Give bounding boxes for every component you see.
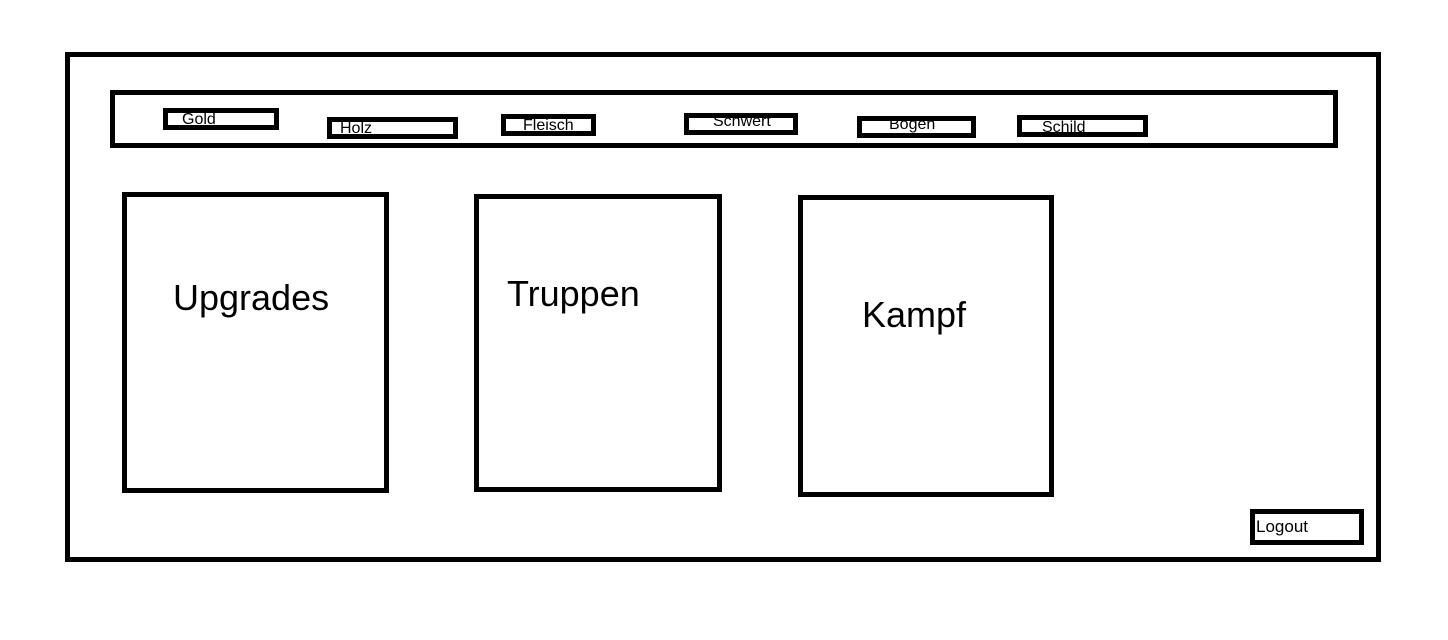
upgrades-panel[interactable]: Upgrades xyxy=(122,192,389,493)
resource-schwert-label: Schwert xyxy=(713,113,771,130)
logout-label: Logout xyxy=(1256,517,1308,536)
resource-bogen: Bogen xyxy=(857,116,976,138)
resource-gold: Gold xyxy=(163,108,279,130)
resource-gold-label: Gold xyxy=(182,111,216,128)
truppen-panel[interactable]: Truppen xyxy=(474,194,722,492)
resource-fleisch-label: Fleisch xyxy=(523,117,574,134)
resource-fleisch: Fleisch xyxy=(501,114,596,136)
resource-schild-label: Schild xyxy=(1042,119,1086,136)
kampf-panel[interactable]: Kampf xyxy=(798,195,1054,497)
resource-bar xyxy=(110,90,1338,148)
resource-holz: Holz xyxy=(327,117,458,139)
main-window-frame xyxy=(65,52,1381,562)
resource-schild: Schild xyxy=(1017,115,1148,137)
resource-holz-label: Holz xyxy=(340,120,373,137)
truppen-title: Truppen xyxy=(507,273,640,314)
upgrades-title: Upgrades xyxy=(173,277,330,318)
kampf-title: Kampf xyxy=(862,294,967,335)
resource-bogen-label: Bogen xyxy=(889,116,936,133)
logout-button[interactable]: Logout xyxy=(1250,509,1364,545)
resource-schwert: Schwert xyxy=(684,113,798,135)
